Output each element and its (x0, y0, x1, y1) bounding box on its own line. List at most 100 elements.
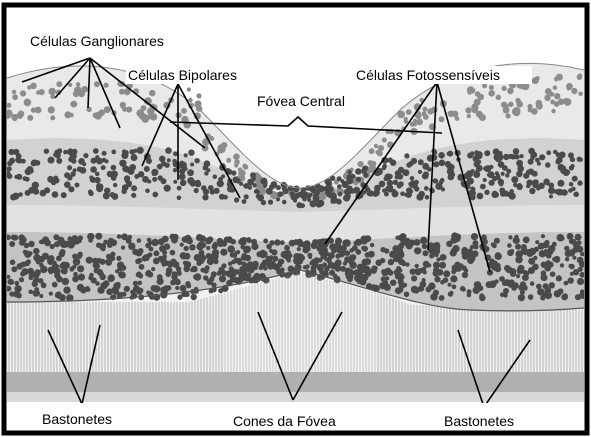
cell-nucleus (42, 253, 49, 260)
cell-nucleus (549, 92, 554, 97)
cell-nucleus (226, 236, 233, 243)
cell-nucleus (528, 108, 533, 113)
cell-nucleus (177, 186, 182, 191)
cell-nucleus (206, 253, 212, 259)
cell-nucleus (535, 158, 540, 163)
cell-nucleus (578, 73, 583, 78)
cell-nucleus (495, 252, 501, 258)
cell-nucleus (217, 180, 224, 187)
cell-nucleus (545, 162, 551, 168)
cell-nucleus (60, 241, 67, 248)
cell-nucleus (310, 200, 317, 207)
cell-nucleus (56, 81, 62, 87)
cell-nucleus (517, 184, 523, 190)
cell-nucleus (10, 260, 16, 266)
cell-nucleus (389, 251, 396, 258)
cell-nucleus (530, 248, 535, 253)
cell-nucleus (12, 90, 16, 94)
cell-nucleus (170, 250, 176, 256)
cell-nucleus (104, 83, 109, 88)
cell-nucleus (116, 282, 121, 287)
cell-nucleus (160, 287, 166, 293)
cell-nucleus (9, 279, 15, 285)
cell-nucleus (95, 155, 99, 159)
cell-nucleus (317, 239, 323, 245)
cell-nucleus (371, 265, 377, 271)
cell-nucleus (272, 256, 278, 262)
cell-nucleus (494, 279, 498, 283)
cell-nucleus (356, 277, 363, 284)
cell-nucleus (373, 189, 380, 196)
cell-nucleus (539, 154, 545, 160)
cell-nucleus (274, 239, 280, 245)
cell-nucleus (469, 255, 476, 262)
cell-nucleus (398, 287, 404, 293)
cell-nucleus (532, 77, 539, 84)
cell-nucleus (311, 242, 318, 249)
cell-nucleus (410, 269, 416, 275)
cell-nucleus (56, 276, 63, 283)
cell-nucleus (439, 295, 445, 301)
cell-nucleus (13, 291, 20, 298)
cell-nucleus (158, 238, 165, 245)
cell-nucleus (397, 174, 403, 180)
cell-nucleus (384, 173, 391, 180)
cell-nucleus (508, 235, 512, 239)
cell-nucleus (557, 180, 564, 187)
cell-nucleus (446, 241, 452, 247)
cell-nucleus (544, 240, 549, 245)
cell-nucleus (571, 88, 577, 94)
cell-nucleus (137, 281, 142, 286)
cell-nucleus (577, 180, 582, 185)
cell-nucleus (256, 251, 262, 257)
cell-nucleus (507, 243, 512, 248)
cell-nucleus (206, 246, 210, 250)
cell-nucleus (50, 244, 55, 249)
cell-nucleus (468, 171, 472, 175)
cell-nucleus (236, 258, 242, 264)
cell-nucleus (31, 107, 36, 112)
cell-nucleus (133, 149, 137, 153)
cell-nucleus (348, 170, 352, 174)
cell-nucleus (471, 233, 478, 240)
cell-nucleus (244, 194, 249, 199)
cell-nucleus (546, 150, 551, 155)
cell-nucleus (242, 164, 247, 169)
cell-nucleus (558, 164, 565, 171)
cell-nucleus (25, 168, 32, 175)
cell-nucleus (573, 192, 579, 198)
cell-nucleus (489, 165, 493, 169)
cell-nucleus (113, 183, 117, 187)
cell-nucleus (77, 284, 84, 291)
cell-nucleus (205, 265, 210, 270)
cell-nucleus (569, 264, 575, 270)
cell-nucleus (455, 116, 460, 121)
cell-nucleus (440, 178, 445, 183)
cell-nucleus (337, 184, 342, 189)
cell-nucleus (554, 93, 560, 99)
cell-nucleus (187, 87, 191, 91)
cell-nucleus (152, 177, 157, 182)
cell-nucleus (21, 159, 26, 164)
cell-nucleus (41, 282, 47, 288)
cell-nucleus (558, 99, 564, 105)
cell-nucleus (180, 285, 187, 292)
cell-nucleus (214, 252, 219, 257)
cell-nucleus (139, 264, 145, 270)
cell-nucleus (499, 182, 504, 187)
cell-nucleus (548, 187, 555, 194)
cell-nucleus (565, 170, 570, 175)
cell-nucleus (187, 177, 194, 184)
cell-nucleus (419, 191, 425, 197)
cell-nucleus (20, 271, 25, 276)
cell-nucleus (244, 274, 251, 281)
cell-nucleus (293, 186, 300, 193)
cell-nucleus (260, 178, 267, 185)
cell-nucleus (278, 260, 282, 264)
cell-nucleus (162, 254, 167, 259)
cell-nucleus (72, 276, 79, 283)
cell-nucleus (536, 103, 543, 110)
cell-nucleus (568, 152, 574, 158)
cell-nucleus (110, 252, 115, 257)
cell-nucleus (547, 249, 554, 256)
